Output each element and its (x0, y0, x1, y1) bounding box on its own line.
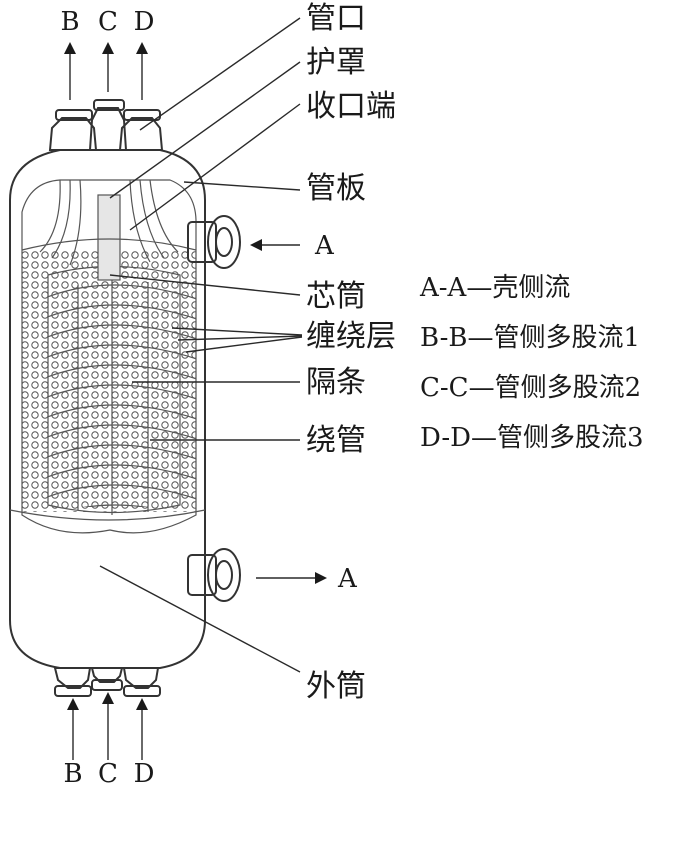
legend-dd: D-D—管侧多股流3 (420, 423, 644, 453)
port-labels: B C D B C D A A (60, 7, 358, 789)
legend-aa: A-A—壳侧流 (419, 273, 570, 303)
label-spacer: 隔条 (306, 365, 366, 400)
leader-winding-2 (177, 335, 303, 341)
label-core: 芯筒 (306, 279, 366, 314)
outer-shell-body (9, 149, 206, 669)
bottom-nozzles (53, 667, 161, 697)
legend-cc: C-C—管侧多股流2 (420, 373, 641, 403)
shell-side-nozzles (187, 215, 241, 602)
leader-nozzle (139, 17, 301, 131)
label-collar: 收口端 (306, 89, 396, 124)
bottom-port-d: D (134, 759, 155, 789)
flow-legend: A-A—壳侧流 B-B—管侧多股流1 C-C—管侧多股流2 D-D—管侧多股流3 (419, 273, 644, 453)
top-tube-bundle (39, 179, 179, 281)
top-nozzles (48, 99, 164, 151)
top-port-b: B (60, 7, 79, 37)
part-labels: 管口 护罩 收口端 管板 芯筒 缠绕层 隔条 绕管 外筒 (306, 1, 396, 704)
label-shroud: 护罩 (306, 45, 366, 80)
shell-out-label: A (337, 564, 358, 594)
shell-in-label: A (314, 231, 335, 261)
bundle-bottom-edge (9, 509, 206, 521)
legend-bb: B-B—管侧多股流1 (420, 323, 640, 353)
top-port-c: C (98, 7, 118, 37)
spacer-bars (77, 278, 149, 515)
leader-lines (99, 17, 303, 673)
label-tubesheet: 管板 (306, 171, 366, 206)
label-winding-layer: 缠绕层 (306, 319, 396, 354)
label-nozzle: 管口 (306, 1, 366, 36)
leader-collar (129, 103, 301, 231)
wound-tube-curves (48, 284, 196, 507)
winding-layer-hatch (22, 250, 196, 512)
leader-outer-shell (99, 565, 301, 673)
top-port-d: D (134, 7, 155, 37)
bottom-port-c: C (98, 759, 118, 789)
leader-shroud (109, 61, 301, 199)
leader-winding-3 (185, 336, 303, 353)
leader-winding-1 (171, 327, 303, 336)
cutaway-window (21, 179, 197, 534)
leader-core (109, 274, 301, 296)
flow-arrows (64, 42, 327, 760)
vessel-drawing (9, 99, 241, 697)
label-wound-tube: 绕管 (306, 423, 366, 458)
label-outer-shell: 外筒 (306, 669, 366, 704)
bottom-port-b: B (63, 759, 82, 789)
leader-tubesheet (183, 181, 301, 191)
tubesheet (21, 238, 197, 251)
core-bundle (47, 265, 181, 514)
